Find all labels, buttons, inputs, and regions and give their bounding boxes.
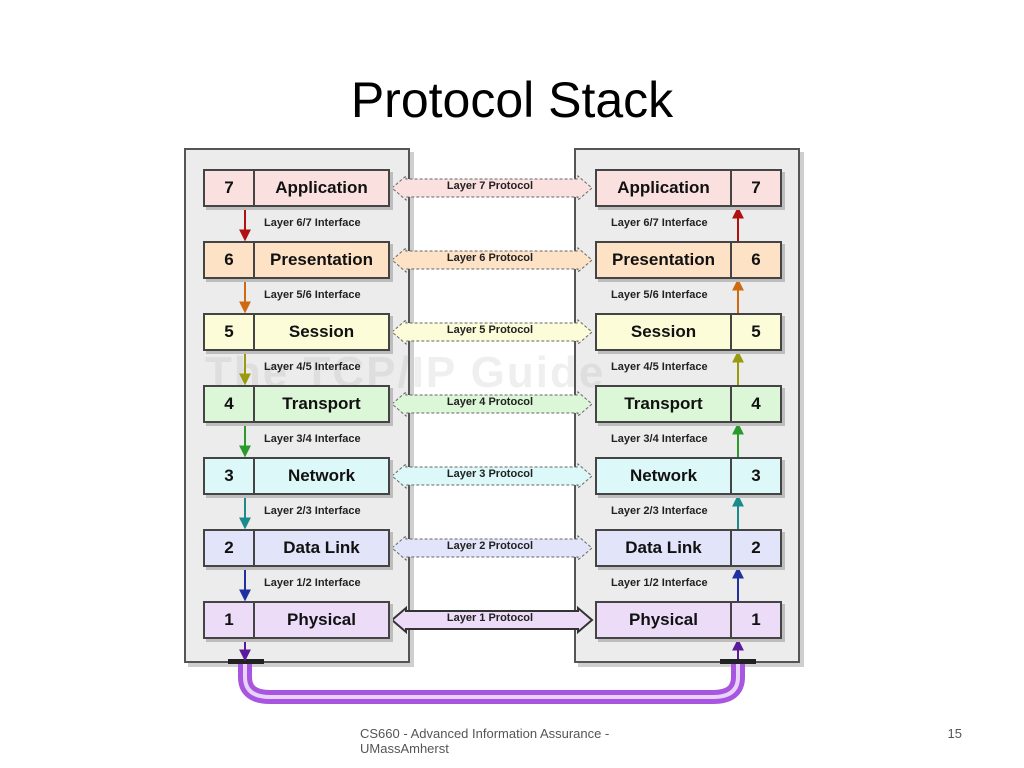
- layer-number: 4: [205, 387, 255, 421]
- left-interface-label: Layer 3/4 Interface: [264, 433, 361, 445]
- layer-3-protocol-arrow: [391, 462, 593, 490]
- layer-6-protocol-arrow: [391, 246, 593, 274]
- protocol-label: Layer 6 Protocol: [446, 252, 534, 264]
- layer-name: Physical: [287, 610, 356, 629]
- right-layer-5: Session 5: [595, 313, 782, 351]
- layer-number: 1: [730, 603, 780, 637]
- right-layer-2: Data Link 2: [595, 529, 782, 567]
- layer-number: 6: [205, 243, 255, 277]
- left-interface-label: Layer 6/7 Interface: [264, 217, 361, 229]
- right-layer-4: Transport 4: [595, 385, 782, 423]
- layer-number: 5: [730, 315, 780, 349]
- layer-name: Network: [629, 466, 698, 485]
- physical-link-cable: [238, 661, 745, 704]
- left-cable-connector: [228, 659, 264, 664]
- layer-number: 2: [205, 531, 255, 565]
- right-layer-1: Physical 1: [595, 601, 782, 639]
- right-interface-label: Layer 5/6 Interface: [611, 289, 708, 301]
- layer-number: 7: [730, 171, 780, 205]
- protocol-label: Layer 2 Protocol: [446, 540, 534, 552]
- left-interface-label: Layer 2/3 Interface: [264, 505, 361, 517]
- layer-name: Application: [275, 178, 368, 197]
- layer-name: Network: [287, 466, 356, 485]
- layer-7-protocol-arrow: [391, 174, 593, 202]
- layer-number: 4: [730, 387, 780, 421]
- right-layer-3: Network 3: [595, 457, 782, 495]
- left-interface-label: Layer 5/6 Interface: [264, 289, 361, 301]
- protocol-label: Layer 5 Protocol: [446, 324, 534, 336]
- left-layer-6: 6 Presentation: [203, 241, 390, 279]
- protocol-label: Layer 4 Protocol: [446, 396, 534, 408]
- right-interface-label: Layer 6/7 Interface: [611, 217, 708, 229]
- right-interface-label: Layer 4/5 Interface: [611, 361, 708, 373]
- right-interface-label: Layer 1/2 Interface: [611, 577, 708, 589]
- layer-name: Presentation: [612, 250, 715, 269]
- right-cable-connector: [720, 659, 756, 664]
- layer-number: 1: [205, 603, 255, 637]
- left-layer-7: 7 Application: [203, 169, 390, 207]
- layer-number: 3: [730, 459, 780, 493]
- layer-name: Presentation: [270, 250, 373, 269]
- layer-number: 3: [205, 459, 255, 493]
- layer-name: Session: [630, 322, 697, 341]
- slide-footer: CS660 - Advanced Information Assurance -…: [360, 726, 610, 756]
- slide-title: Protocol Stack: [350, 72, 674, 128]
- protocol-label: Layer 1 Protocol: [446, 612, 534, 624]
- left-interface-label: Layer 1/2 Interface: [264, 577, 361, 589]
- left-layer-1: 1 Physical: [203, 601, 390, 639]
- layer-4-protocol-arrow: [391, 390, 593, 418]
- layer-name: Physical: [629, 610, 698, 629]
- right-layer-6: Presentation 6: [595, 241, 782, 279]
- right-interface-label: Layer 3/4 Interface: [611, 433, 708, 445]
- layer-name: Data Link: [625, 538, 702, 557]
- layer-number: 2: [730, 531, 780, 565]
- layer-2-protocol-arrow: [391, 534, 593, 562]
- layer-number: 7: [205, 171, 255, 205]
- layer-name: Application: [617, 178, 710, 197]
- physical-link-cable-highlight: [243, 661, 740, 699]
- left-layer-5: 5 Session: [203, 313, 390, 351]
- right-interface-label: Layer 2/3 Interface: [611, 505, 708, 517]
- left-layer-4: 4 Transport: [203, 385, 390, 423]
- layer-name: Transport: [282, 394, 361, 413]
- protocol-label: Layer 3 Protocol: [446, 468, 534, 480]
- page-number: 15: [947, 726, 962, 741]
- left-layer-3: 3 Network: [203, 457, 390, 495]
- left-interface-label: Layer 4/5 Interface: [264, 361, 361, 373]
- left-layer-2: 2 Data Link: [203, 529, 390, 567]
- layer-name: Transport: [624, 394, 703, 413]
- protocol-label: Layer 7 Protocol: [446, 180, 534, 192]
- layer-number: 5: [205, 315, 255, 349]
- layer-name: Session: [288, 322, 355, 341]
- layer-name: Data Link: [283, 538, 360, 557]
- layer-1-protocol-arrow: [390, 605, 594, 635]
- right-layer-7: Application 7: [595, 169, 782, 207]
- layer-5-protocol-arrow: [391, 318, 593, 346]
- layer-number: 6: [730, 243, 780, 277]
